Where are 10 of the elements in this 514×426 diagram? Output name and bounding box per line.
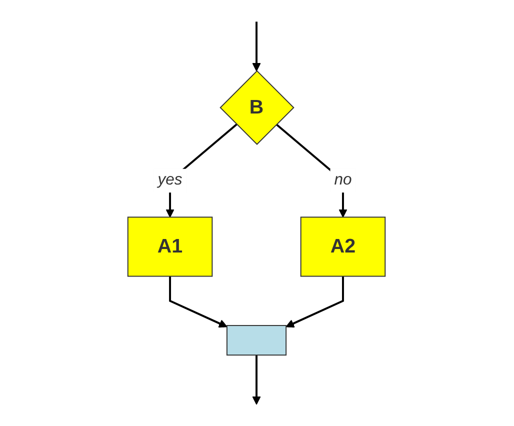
node-diamond: B xyxy=(220,70,295,145)
node-box: A1 xyxy=(128,216,214,277)
edge-label: yes xyxy=(158,172,183,189)
arrow xyxy=(252,355,262,405)
arrow xyxy=(252,22,262,72)
arrow xyxy=(170,276,228,328)
node-box: A2 xyxy=(300,216,386,277)
arrow xyxy=(286,276,344,328)
node-box xyxy=(226,325,288,356)
edge-label: no xyxy=(334,172,352,189)
